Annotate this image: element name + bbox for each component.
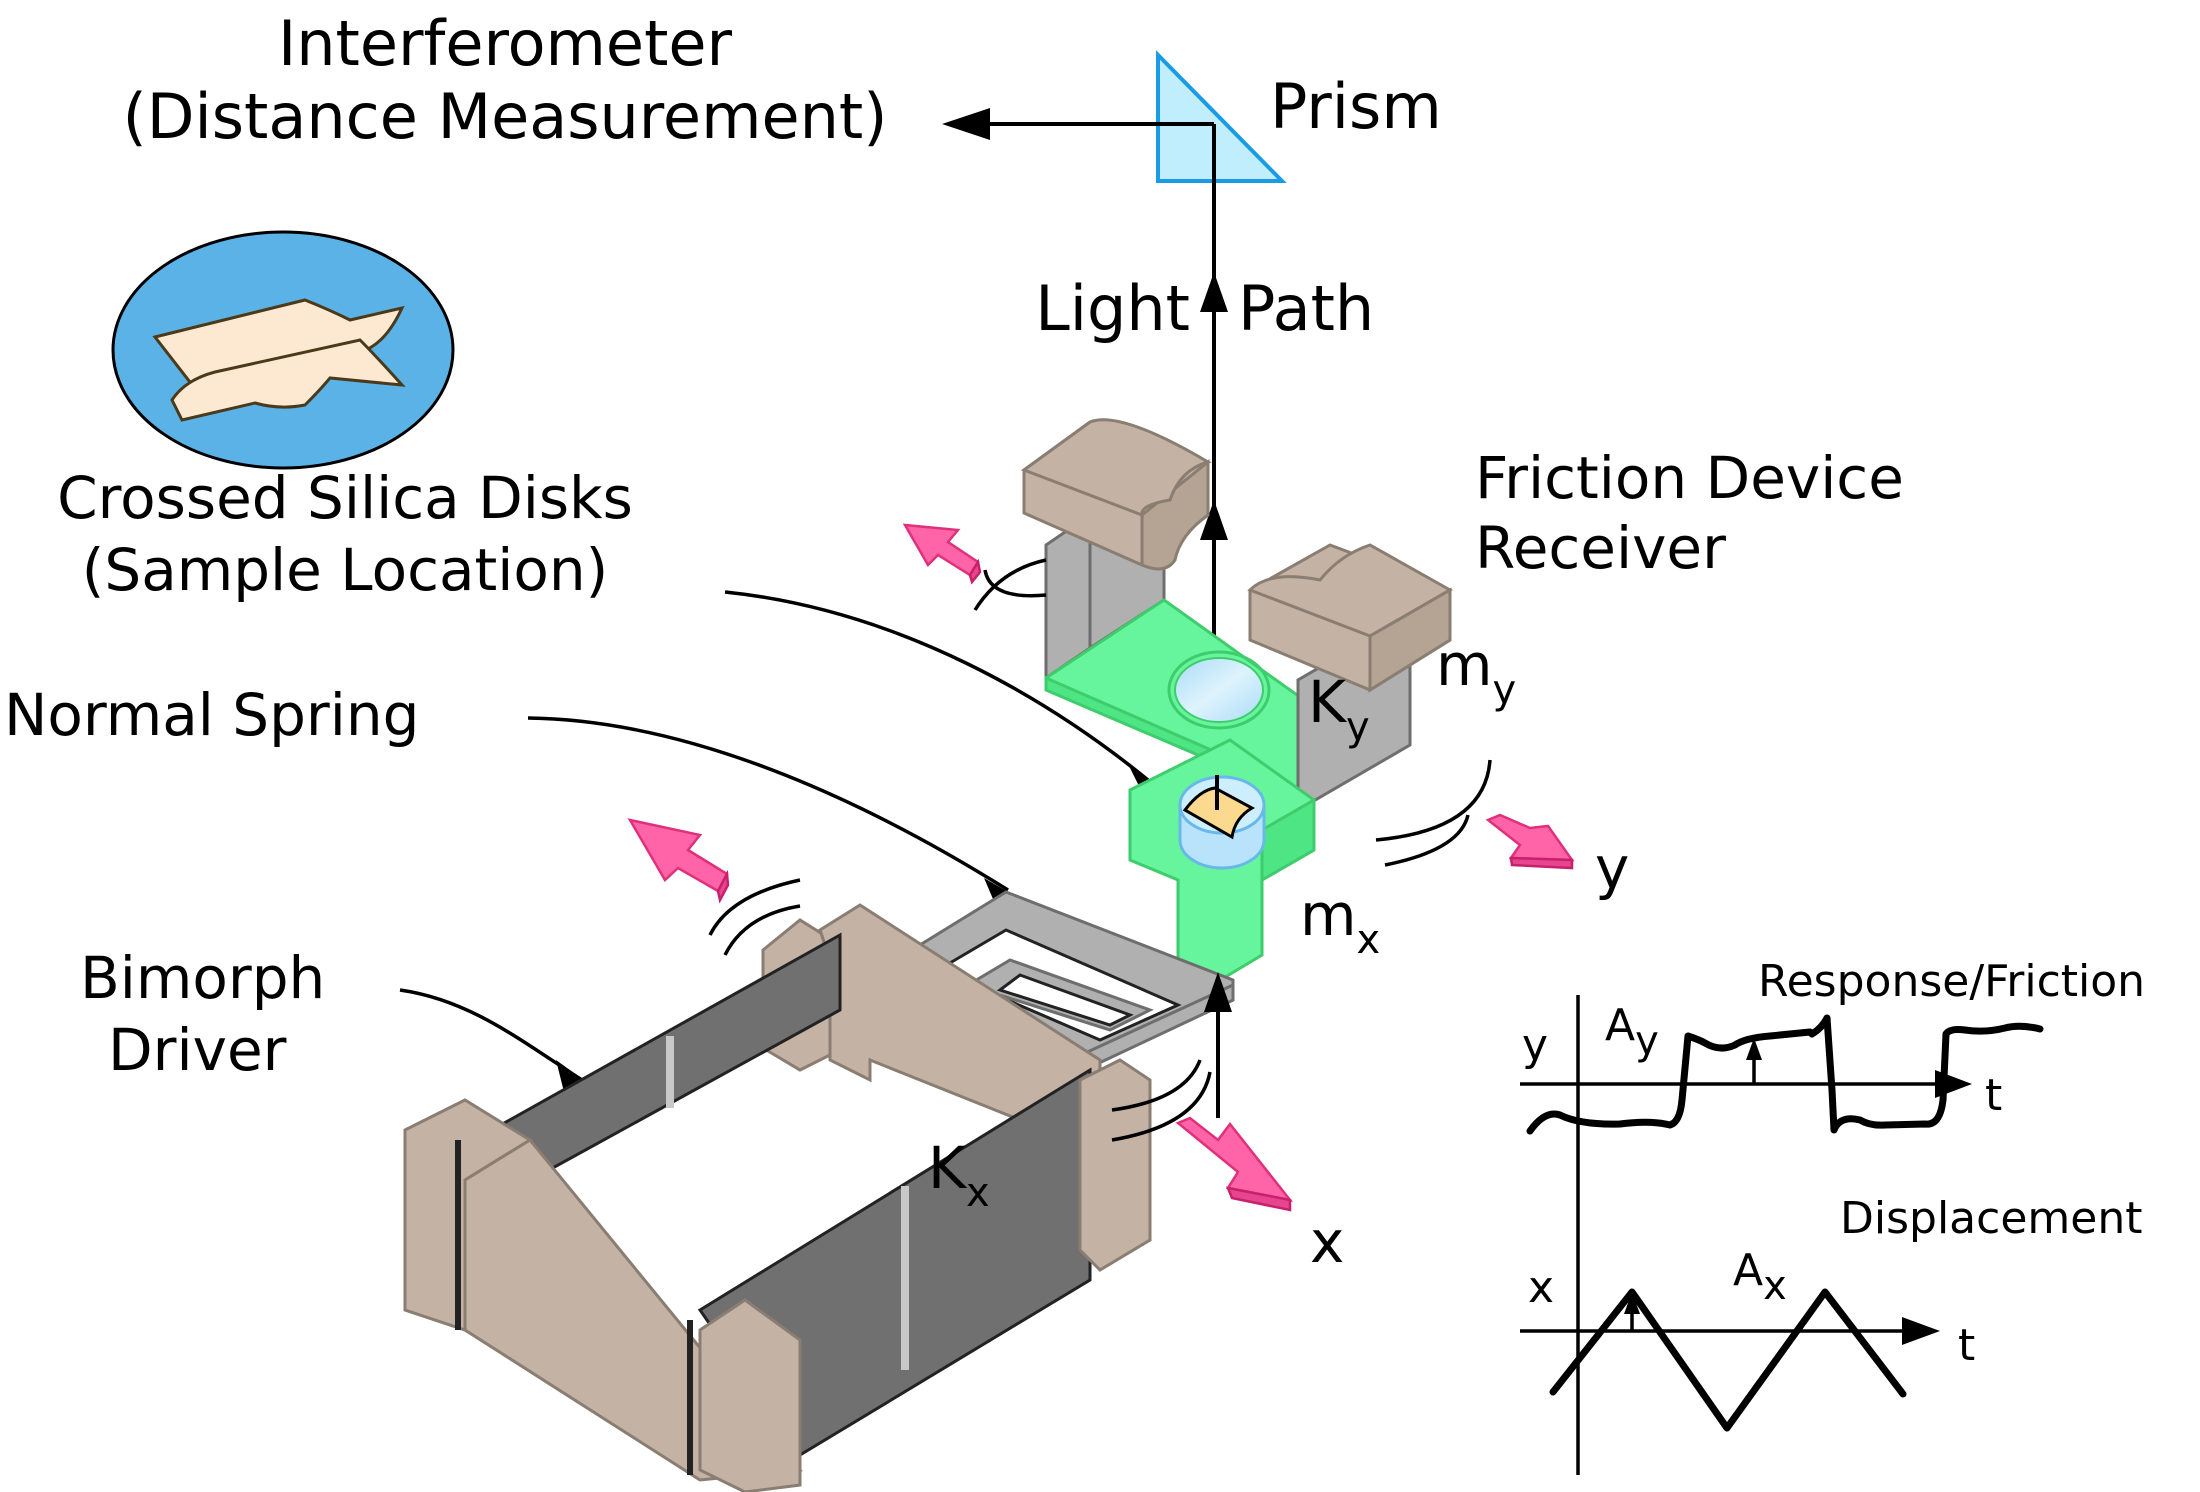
motion-arrow-y-icon — [1485, 813, 1575, 870]
k-x-label: Kx — [928, 1134, 990, 1216]
prism-label: Prism — [1270, 70, 1442, 143]
interferometer-subtitle: (Distance Measurement) — [123, 80, 888, 153]
silica-disk-sample-icon — [1178, 775, 1266, 870]
light-path-label-right: Path — [1238, 272, 1374, 345]
displacement-amplitude-label: Ax — [1733, 1245, 1787, 1309]
displacement-trace — [1549, 1288, 1907, 1432]
leader-normal-spring — [527, 716, 1009, 892]
leader-bimorph — [399, 988, 583, 1082]
bimorph-driver — [403, 903, 1152, 1492]
beam-arrowhead-up2-icon — [1200, 500, 1228, 540]
prism-icon — [1156, 50, 1287, 183]
m-x-label: mx — [1300, 881, 1380, 963]
vibration-waves — [708, 558, 1492, 1142]
response-y-label: y — [1522, 1020, 1548, 1071]
k-y-label: Ky — [1308, 668, 1370, 750]
response-friction-graph: Response/Friction t y Ay — [1520, 956, 2145, 1475]
driver-label: Driver — [108, 1016, 287, 1084]
normal-spring-label: Normal Spring — [4, 681, 419, 749]
response-t-label: t — [1985, 1070, 2002, 1121]
motion-arrow-lower-left-icon — [627, 818, 730, 904]
m-y-label: my — [1436, 631, 1516, 713]
beam-arrowhead-left-icon — [942, 108, 990, 140]
light-beam — [942, 108, 1228, 690]
sample-location-label: (Sample Location) — [82, 536, 608, 604]
displacement-t-axis-arrowhead-icon — [1902, 1317, 1940, 1345]
response-graph-title: Response/Friction — [1758, 956, 2145, 1007]
motion-arrow-upper-left-icon — [902, 523, 982, 585]
motion-arrow-x-icon — [1175, 1116, 1294, 1212]
leader-crossed-disks — [724, 590, 1150, 782]
beam-arrowhead-up-icon — [1200, 272, 1228, 312]
response-amplitude-label: Ay — [1605, 1000, 1659, 1064]
crossed-disks-label: Crossed Silica Disks — [57, 464, 633, 532]
response-trace — [1526, 1014, 2044, 1135]
receiver-label: Receiver — [1475, 514, 1726, 582]
displacement-graph: Displacement t x Ax — [1520, 1193, 2142, 1432]
friction-receiver — [1020, 418, 1454, 813]
displacement-x-label: x — [1528, 1262, 1554, 1313]
crossed-disks-icon — [111, 230, 455, 470]
response-amplitude-arrowhead-icon — [1746, 1038, 1762, 1060]
light-path-label-left: Light — [1035, 272, 1190, 345]
displacement-amplitude-arrowhead-icon — [1624, 1292, 1640, 1314]
bimorph-label: Bimorph — [80, 944, 325, 1012]
normal-force-arrowhead-icon — [1204, 972, 1232, 1012]
displacement-graph-title: Displacement — [1840, 1193, 2142, 1244]
interferometer-title: Interferometer — [278, 7, 733, 80]
friction-device-label: Friction Device — [1475, 444, 1904, 512]
x-axis-label: x — [1310, 1208, 1344, 1276]
y-axis-label: y — [1595, 834, 1629, 902]
displacement-t-label: t — [1958, 1320, 1975, 1371]
